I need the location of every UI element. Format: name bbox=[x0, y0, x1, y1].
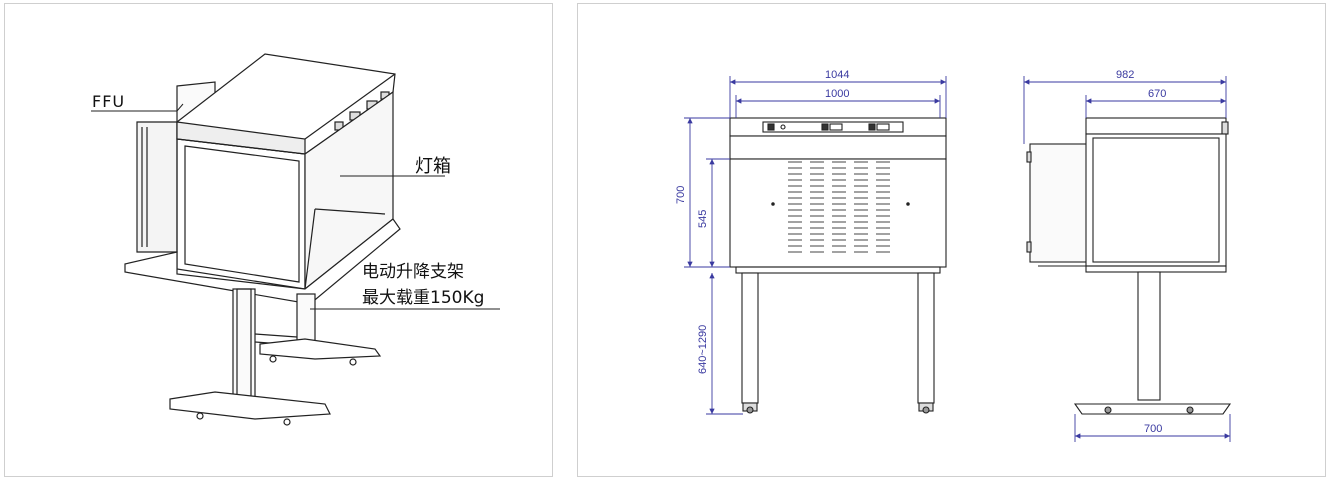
isometric-view-panel: FFU 灯箱 电动升降支架 最大载重150Kg bbox=[4, 3, 553, 477]
dim-base-width: 700 bbox=[1144, 423, 1162, 435]
front-view bbox=[729, 117, 947, 414]
label-stand-line1: 电动升降支架 bbox=[362, 262, 464, 282]
label-light-box: 灯箱 bbox=[415, 156, 451, 177]
dim-inner-width: 1000 bbox=[825, 88, 849, 100]
orthographic-views-panel: 1044 1000 700 545 640~1290 bbox=[577, 3, 1326, 477]
label-stand-line2: 最大载重150Kg bbox=[362, 288, 485, 308]
dim-total-height: 700 bbox=[675, 186, 687, 204]
isometric-drawing bbox=[91, 53, 500, 426]
orthographic-drawing: 1044 1000 700 545 640~1290 bbox=[675, 69, 1232, 442]
label-ffu: FFU bbox=[92, 92, 126, 111]
dim-cabinet-height: 545 bbox=[697, 210, 709, 228]
dim-lift-range: 640~1290 bbox=[697, 325, 709, 374]
dim-outer-width: 1044 bbox=[825, 69, 849, 81]
side-view bbox=[1026, 117, 1232, 415]
dim-top-depth: 670 bbox=[1148, 88, 1166, 100]
dim-depth: 982 bbox=[1116, 69, 1134, 81]
